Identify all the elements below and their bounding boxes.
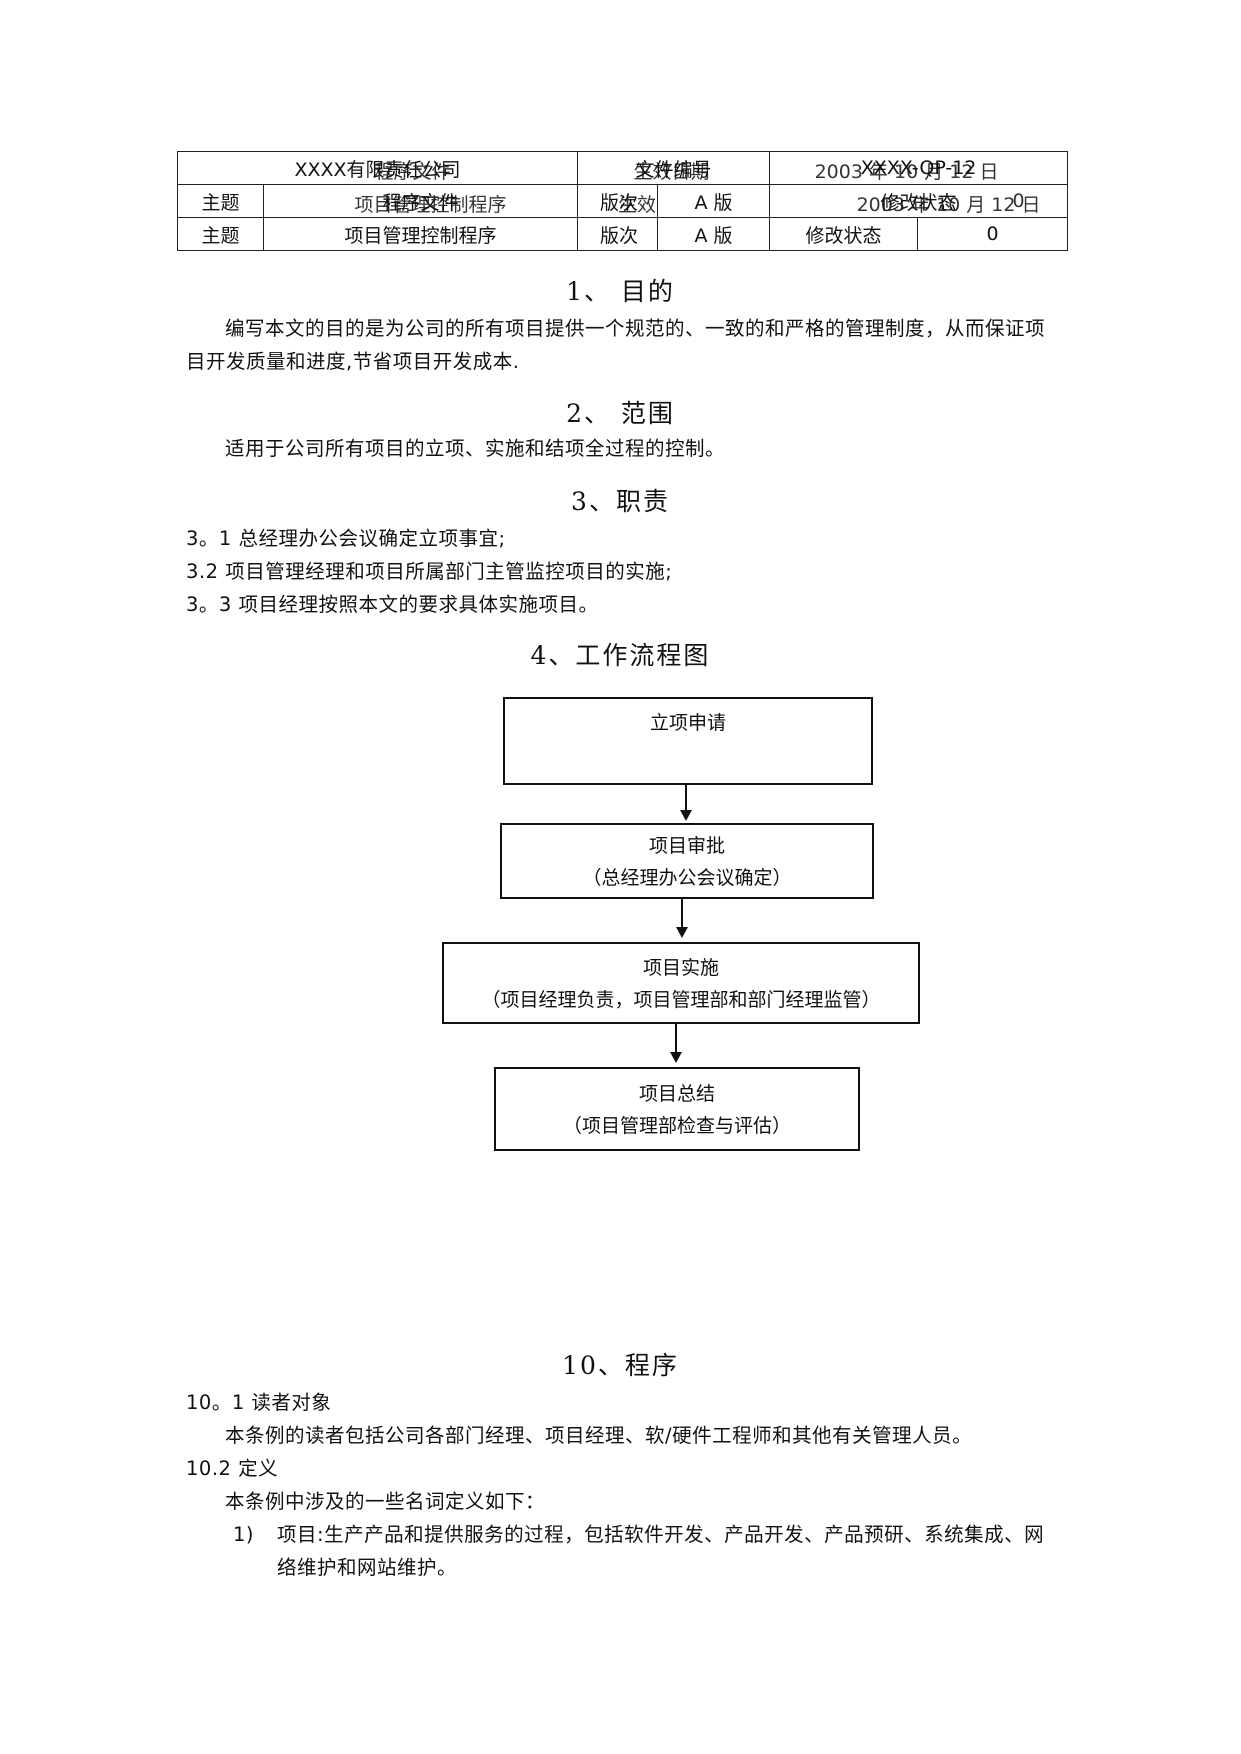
arrow-down-icon bbox=[670, 1052, 682, 1063]
duty-item: 3。3 项目经理按照本文的要求具体实施项目。 bbox=[186, 593, 599, 616]
subject-value: 程序文件 bbox=[382, 191, 459, 214]
header-doc-no-label-cell: 文件编号 生效日期 bbox=[577, 151, 771, 185]
section-purpose-heading: 1、 目的 bbox=[566, 277, 675, 306]
flow-step-note: （项目经理负责，项目管理部和部门经理监管） bbox=[481, 989, 881, 1011]
section-procedure-heading: 10、程序 bbox=[562, 1351, 679, 1380]
arrow-down-icon bbox=[676, 927, 688, 938]
header-company-cell: XXXX有限责任公司 程序文件 bbox=[176, 151, 579, 185]
flow-step-apply: 立项申请 bbox=[503, 697, 873, 785]
definition-text: 项目:生产产品和提供服务的过程，包括软件开发、产品开发、产品预研、系统集成、网络… bbox=[277, 1523, 1045, 1579]
flow-connector-3 bbox=[675, 1024, 677, 1054]
flow-step-title: 项目实施 bbox=[642, 957, 719, 979]
version-label: 版次 bbox=[577, 217, 659, 251]
doc-no-overlay: 2003 年 10 月 12 日 bbox=[814, 161, 999, 183]
revision-overlay: 0 bbox=[1012, 190, 1025, 212]
doc-no-label-overlay: 生效日期 bbox=[633, 161, 710, 183]
definitions-intro: 本条例中涉及的一些名词定义如下： bbox=[225, 1490, 546, 1513]
subject-label: 主题 bbox=[177, 184, 264, 218]
company-name: XXXX有限责任公司 bbox=[294, 158, 461, 181]
company-overlay-text: 程序文件 bbox=[374, 161, 451, 183]
header-doc-no-cell: XXXX-QP-12 2003 年 10 月 12 日 bbox=[769, 151, 1069, 185]
header-revision-cell: 修改状态 2003 年 10 月 12 日 0 bbox=[769, 184, 1069, 218]
revision-value: 2003 年 10 月 12 日 bbox=[856, 194, 1041, 216]
section-purpose-text: 编写本文的目的是为公司的所有项目提供一个规范的、一致的和严格的管理制度，从而保证… bbox=[186, 317, 1046, 373]
subject-label: 主题 bbox=[177, 217, 264, 251]
arrow-down-icon bbox=[680, 810, 692, 821]
section-scope-text: 适用于公司所有项目的立项、实施和结项全过程的控制。 bbox=[225, 437, 726, 460]
subject-value: 项目管理控制程序 bbox=[262, 217, 579, 251]
flow-step-note: （项目管理部检查与评估） bbox=[562, 1115, 791, 1137]
duty-item: 3.2 项目管理经理和项目所属部门主管监控项目的实施; bbox=[186, 560, 673, 583]
flow-connector-2 bbox=[681, 899, 683, 929]
version-label-overlay: 生效日期 bbox=[618, 194, 657, 216]
flow-connector-1 bbox=[685, 785, 687, 812]
doc-no-label: 文件编号 bbox=[635, 158, 712, 181]
doc-no: XXXX-QP-12 bbox=[860, 157, 977, 179]
header-version-label-cell: 版次 生效日期 bbox=[577, 184, 659, 218]
version-label: 版次 bbox=[600, 191, 639, 214]
readers-text: 本条例的读者包括公司各部门经理、项目经理、软/硬件工程师和其他有关管理人员。 bbox=[225, 1424, 973, 1447]
section-flow-heading: 4、工作流程图 bbox=[530, 641, 711, 670]
definitions-title: 10.2 定义 bbox=[186, 1457, 279, 1480]
header-subject-cell: 程序文件 项目管理控制程序 bbox=[262, 184, 579, 218]
definition-number: 1) bbox=[233, 1523, 255, 1546]
version-value: A 版 bbox=[657, 217, 771, 251]
revision-value: 0 bbox=[917, 217, 1069, 251]
header-row-3: 主题 项目管理控制程序 版次 A 版 修改状态 0 bbox=[177, 217, 1069, 251]
section-scope-heading: 2、 范围 bbox=[566, 399, 675, 428]
section-duties-heading: 3、职责 bbox=[571, 487, 670, 516]
flow-step-approval: 项目审批 （总经理办公会议确定） bbox=[500, 823, 874, 899]
revision-label: 修改状态 bbox=[769, 217, 919, 251]
document-header-table: XXXX有限责任公司 程序文件 文件编号 生效日期 XXXX-QP-12 200… bbox=[176, 151, 1069, 251]
flow-step-summary: 项目总结 （项目管理部检查与评估） bbox=[494, 1067, 860, 1151]
duty-item: 3。1 总经理办公会议确定立项事宜; bbox=[186, 527, 506, 550]
flow-step-implementation: 项目实施 （项目经理负责，项目管理部和部门经理监管） bbox=[442, 942, 920, 1024]
flow-step-title: 项目总结 bbox=[638, 1083, 715, 1105]
readers-title: 10。1 读者对象 bbox=[186, 1391, 332, 1414]
header-row-2: 主题 程序文件 项目管理控制程序 版次 生效日期 A 版 修改状态 2003 年… bbox=[177, 184, 1069, 218]
header-row-1: XXXX有限责任公司 程序文件 文件编号 生效日期 XXXX-QP-12 200… bbox=[176, 151, 1069, 185]
flow-step-title: 立项申请 bbox=[649, 712, 726, 734]
revision-label: 修改状态 bbox=[880, 191, 957, 214]
flow-step-title: 项目审批 bbox=[648, 835, 725, 857]
version-value: A 版 bbox=[657, 184, 771, 218]
flow-step-note: （总经理办公会议确定） bbox=[582, 867, 792, 889]
subject-overlay: 项目管理控制程序 bbox=[354, 194, 507, 216]
